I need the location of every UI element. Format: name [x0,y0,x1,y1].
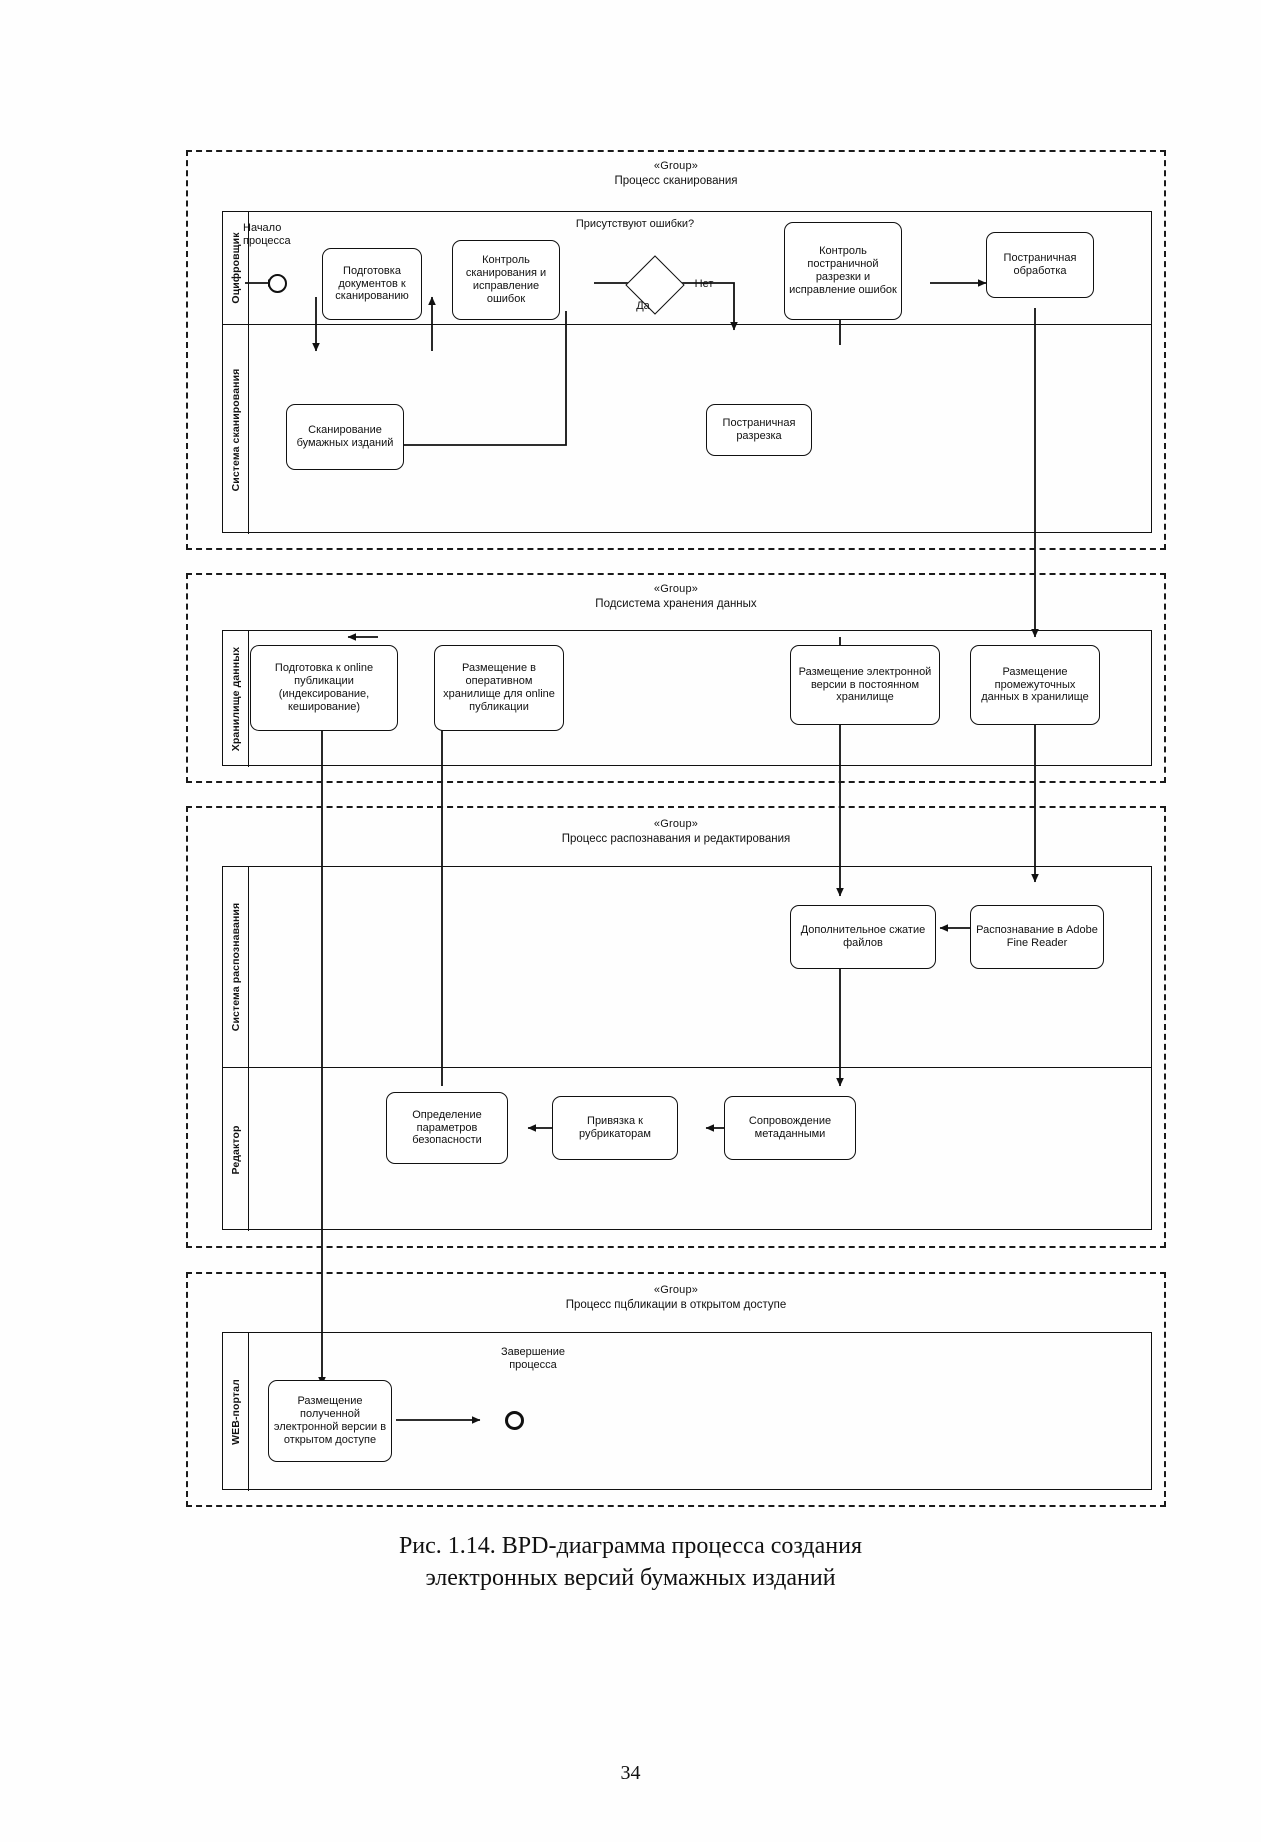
lane-label-scan-system: Система сканирования [229,368,242,491]
task-extra-compress[interactable]: Дополнительное сжатие файлов [790,905,936,969]
gateway-no-label: Нет [688,278,720,291]
end-event-label-line2: процесса [509,1359,557,1372]
gateway-yes-label: Да [628,300,658,313]
task-scan-control[interactable]: Контроль сканирования и исправление ошиб… [452,240,560,320]
group-title-text: Подсистема хранения данных [595,597,757,610]
group-recognition-title: «Group» Процесс распознавания и редактир… [186,818,1166,846]
gateway-question-text: Присутствуют ошибки? [575,218,695,230]
group-title-text: Процесс сканирования [614,174,738,187]
group-title-text: Процесс пцбликации в открытом доступе [565,1298,787,1311]
task-place-operative[interactable]: Размещение в оперативном хранилище для o… [434,645,564,731]
lane-editor: Редактор [223,1067,1151,1231]
task-page-cut[interactable]: Постраничная разрезка [706,404,812,456]
start-event-label: Начало процесса [243,222,333,248]
group-title-text: Процесс распознавания и редактирования [561,832,791,845]
task-prep-docs[interactable]: Подготовка документов к сканированию [322,248,422,320]
pool-publication: WEB-портал [222,1332,1152,1491]
lane-recognition-system: Система распознавания [223,867,1151,1067]
start-event-label-line1: Начало [243,222,282,234]
gateway-yes-text: Да [636,300,650,312]
lane-label-data-store: Хранилище данных [229,646,242,752]
lane-label-web-portal: WEB-портал [229,1379,242,1445]
task-scan-books[interactable]: Сканирование бумажных изданий [286,404,404,470]
lane-header-data-store: Хранилище данных [223,631,249,767]
lane-header-editor: Редактор [223,1068,249,1231]
task-prep-online[interactable]: Подготовка к online публикации (индексир… [250,645,398,731]
lane-digitizer: Оцифровщик [223,212,1151,324]
task-ocr[interactable]: Распознавание в Adobe Fine Reader [970,905,1104,969]
gateway-no-text: Нет [694,278,714,290]
pool-recognition: Система распознавания Редактор [222,866,1152,1231]
lane-header-recognition-system: Система распознавания [223,867,249,1067]
task-metadata[interactable]: Сопровождение метаданными [724,1096,856,1160]
group-publication-title: «Group» Процесс пцбликации в открытом до… [186,1284,1166,1312]
lane-header-digitizer: Оцифровщик [223,212,249,324]
lane-label-recognition-system: Система распознавания [229,902,242,1032]
task-place-permanent[interactable]: Размещение электронной версии в постоянн… [790,645,940,725]
end-event-label-line1: Завершение [501,1346,565,1358]
group-publication [186,1272,1166,1507]
figure-caption-line2: электронных версий бумажных изданий [425,1565,836,1592]
lane-web-portal: WEB-портал [223,1333,1151,1491]
task-page-processing[interactable]: Постраничная обработка [986,232,1094,298]
gateway-question: Присутствуют ошибки? [530,218,740,231]
lane-label-digitizer: Оцифровщик [229,232,242,304]
group-scanning [186,150,1166,550]
group-stereotype: «Group» [653,583,699,595]
group-stereotype: «Group» [653,160,699,172]
lane-header-scan-system: Система сканирования [223,325,249,534]
group-scanning-title: «Group» Процесс сканирования [186,160,1166,188]
pool-scanning: Оцифровщик Система сканирования [222,211,1152,534]
pool-storage: Хранилище данных [222,630,1152,767]
task-place-interim[interactable]: Размещение промежуточных данных в хранил… [970,645,1100,725]
page-number: 34 [620,1762,641,1784]
figure-caption: Рис. 1.14. BPD-диаграмма процесса создан… [0,1530,1261,1595]
lane-header-web-portal: WEB-портал [223,1333,249,1491]
task-security-params[interactable]: Определение параметров безопасности [386,1092,508,1164]
end-event-label: Завершение процесса [468,1346,598,1372]
group-stereotype: «Group» [653,818,699,830]
task-publish-open[interactable]: Размещение полученной электронной версии… [268,1380,392,1462]
start-event[interactable] [268,274,287,293]
lane-scan-system: Система сканирования [223,324,1151,534]
group-storage [186,573,1166,783]
figure-caption-line1: Рис. 1.14. BPD-диаграмма процесса создан… [398,1533,863,1559]
lane-data-store: Хранилище данных [223,631,1151,767]
lane-label-editor: Редактор [229,1125,242,1174]
task-page-cut-control[interactable]: Контроль постраничной разрезки и исправл… [784,222,902,320]
task-rubricator[interactable]: Привязка к рубрикаторам [552,1096,678,1160]
group-storage-title: «Group» Подсистема хранения данных [186,583,1166,611]
end-event[interactable] [505,1411,524,1430]
group-stereotype: «Group» [653,1284,699,1296]
start-event-label-line2: процесса [243,235,291,248]
group-recognition [186,806,1166,1248]
